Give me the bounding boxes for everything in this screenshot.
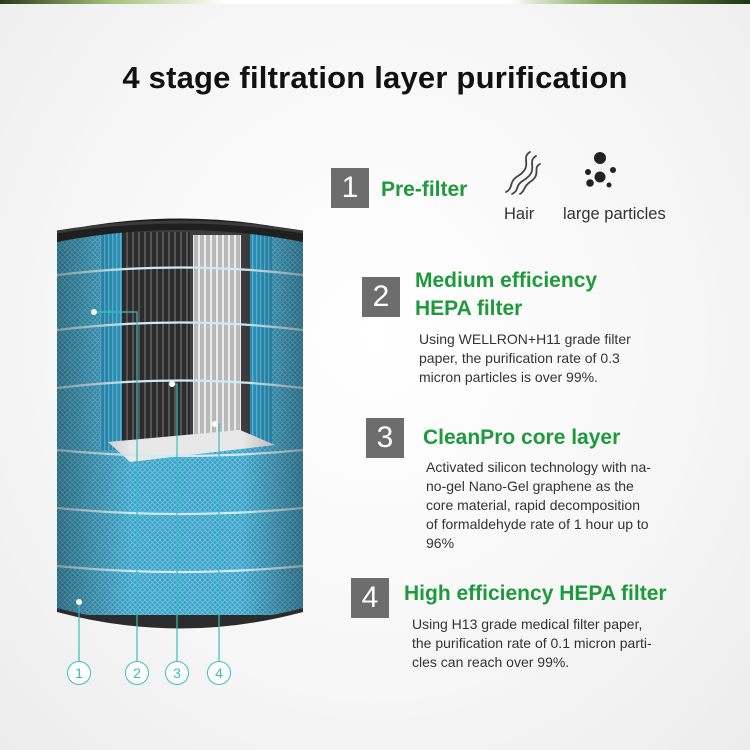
stage-2-description: Using WELLRON+H11 grade filter paper, th… <box>419 330 631 387</box>
page-title: 4 stage filtration layer purification <box>122 60 628 95</box>
stage-2-desc-line: paper, the purification rate of 0.3 <box>419 350 620 366</box>
hair-icon <box>505 151 541 195</box>
callout-number-4: 4 <box>207 661 231 685</box>
stage-3-number: 3 <box>366 418 404 458</box>
stage-4-desc-line: Using H13 grade medical filter paper, <box>412 616 643 632</box>
hair-label: Hair <box>504 205 535 223</box>
callout-number-3: 3 <box>165 661 189 685</box>
stage-4-title: High efficiency HEPA filter <box>404 582 667 605</box>
stage-3-desc-line: of formaldehyde rate of 1 hour up to <box>426 516 649 532</box>
stage-4-desc-line: the purification rate of 0.1 micron part… <box>412 635 652 651</box>
particles-icon <box>585 152 616 188</box>
stage-3-title: CleanPro core layer <box>423 426 621 449</box>
stage-2-number: 2 <box>362 277 400 317</box>
callout-number-1: 1 <box>67 661 91 685</box>
stage-4-number: 4 <box>351 578 389 618</box>
stage-2-desc-line: micron particles is over 99%. <box>419 369 598 385</box>
large-particles-label: large particles <box>563 205 666 223</box>
stage-3-desc-line: core material, rapid decomposition <box>426 497 640 513</box>
callout-number-2: 2 <box>125 661 149 685</box>
stage-3-description: Activated silicon technology with na- no… <box>426 458 651 553</box>
stage-2-title-line-1: Medium efficiency <box>415 269 598 292</box>
stage-4-desc-line: cles can reach over 99%. <box>412 654 570 670</box>
stage-2-title-line-2: HEPA filter <box>415 297 523 320</box>
stage-3-desc-line: 96% <box>426 535 455 551</box>
stage-2-desc-line: Using WELLRON+H11 grade filter <box>419 331 631 347</box>
top-image-strip <box>0 0 750 4</box>
stage-3-desc-line: no-gel Nano-Gel graphene as the <box>426 478 634 494</box>
stage-4-description: Using H13 grade medical filter paper, th… <box>412 615 652 672</box>
stage-3-desc-line: Activated silicon technology with na- <box>426 459 651 475</box>
stage-1-title: Pre-filter <box>381 178 468 201</box>
stage-1-number: 1 <box>331 168 369 208</box>
